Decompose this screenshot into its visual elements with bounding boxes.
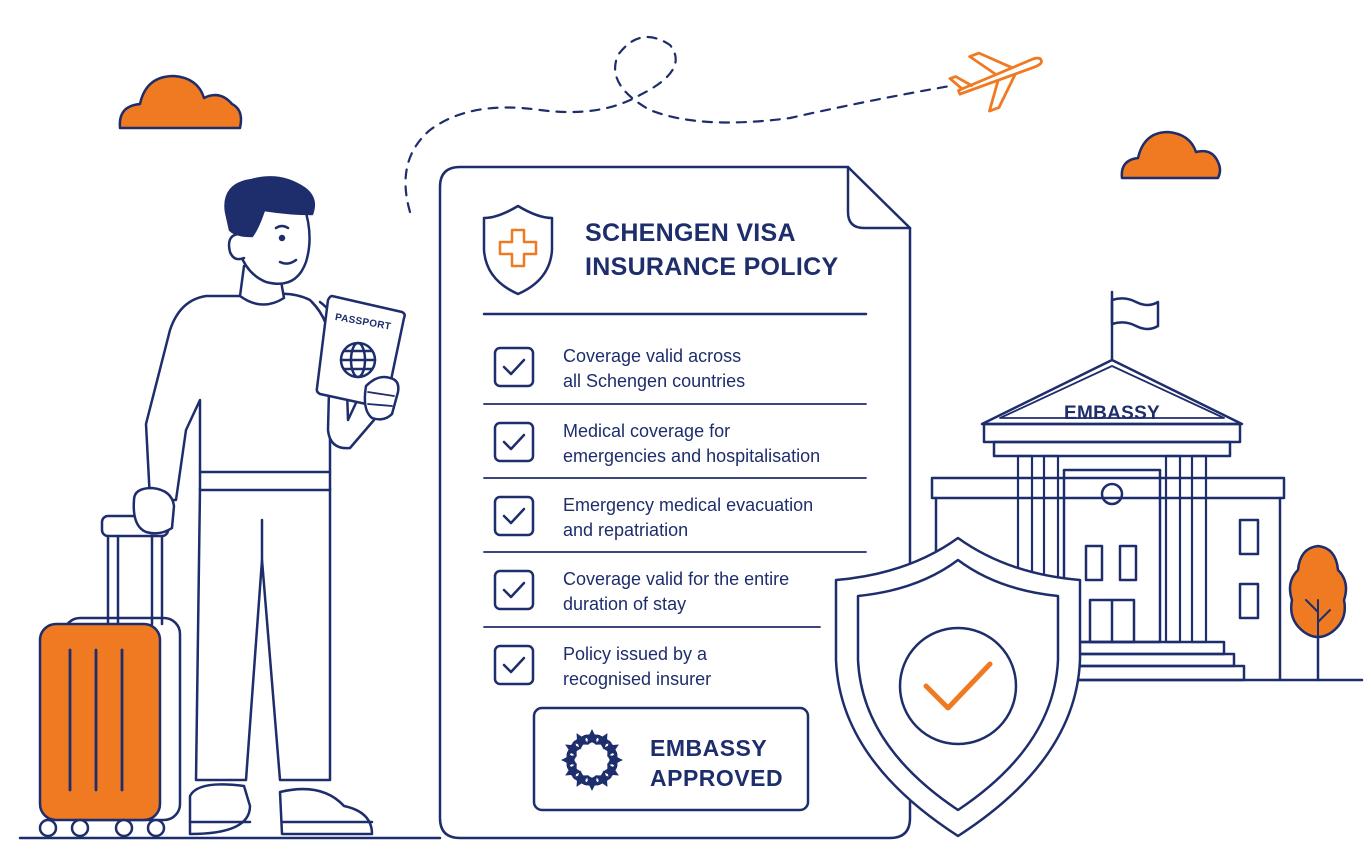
checkbox-icon: [493, 421, 535, 463]
checkbox-icon: [493, 495, 535, 537]
coverage-item-line2: duration of stay: [563, 594, 687, 614]
coverage-item-line2: emergencies and hospitalisation: [563, 446, 821, 466]
coverage-item-line1: Policy issued by a: [563, 644, 708, 664]
tree-icon: [1288, 544, 1348, 682]
globe-icon: [339, 341, 377, 379]
coverage-item-line1: Medical coverage for: [563, 421, 731, 441]
coverage-item-line1: Coverage valid for the entire: [563, 569, 790, 589]
coverage-item-text: Coverage valid for the entire duration o…: [563, 567, 789, 617]
policy-document: [438, 165, 912, 840]
shield-cross-icon: [482, 204, 554, 296]
flag-icon: [1110, 290, 1160, 362]
traveler-person: [132, 176, 384, 836]
passport-icon: [315, 294, 406, 421]
coverage-item: Medical coverage for emergencies and hos…: [493, 419, 873, 469]
coverage-item-text: Emergency medical evacuation and repatri…: [563, 493, 813, 543]
checkbox-icon: [493, 569, 535, 611]
checkbox-icon: [493, 644, 535, 686]
coverage-item-line2: all Schengen countries: [563, 371, 746, 391]
coverage-item: Emergency medical evacuation and repatri…: [493, 493, 873, 543]
policy-title-line2: INSURANCE POLICY: [585, 253, 839, 281]
coverage-item-text: Medical coverage for emergencies and hos…: [563, 419, 820, 469]
policy-title: SCHENGEN VISA INSURANCE POLICY: [585, 216, 885, 284]
coverage-item-line2: and repatriation: [563, 520, 689, 540]
shield-check-icon: [834, 536, 1082, 838]
eu-stars-icon: [561, 729, 623, 791]
coverage-item-text: Policy issued by a recognised insurer: [563, 642, 711, 692]
badge-line2: APPROVED: [650, 765, 784, 791]
flight-path: [404, 35, 952, 214]
embassy-label: EMBASSY: [1063, 403, 1161, 424]
embassy-approved-text: EMBASSY APPROVED: [650, 733, 783, 793]
coverage-item-text: Coverage valid across all Schengen count…: [563, 344, 745, 394]
cloud-icon: [1120, 130, 1222, 180]
cloud-icon: [118, 74, 243, 130]
coverage-item: Coverage valid across all Schengen count…: [493, 344, 873, 394]
checkbox-icon: [493, 346, 535, 388]
badge-line1: EMBASSY: [650, 735, 768, 761]
airplane-icon: [948, 51, 1043, 113]
coverage-item-line1: Emergency medical evacuation: [563, 495, 814, 515]
coverage-item: Policy issued by a recognised insurer: [493, 642, 873, 692]
coverage-item-line1: Coverage valid across: [563, 346, 742, 366]
coverage-item-line2: recognised insurer: [563, 669, 712, 689]
coverage-item: Coverage valid for the entire duration o…: [493, 567, 873, 617]
suitcase-icon: [38, 514, 182, 838]
policy-title-line1: SCHENGEN VISA: [585, 219, 796, 247]
embassy-approved-badge: [532, 706, 810, 812]
